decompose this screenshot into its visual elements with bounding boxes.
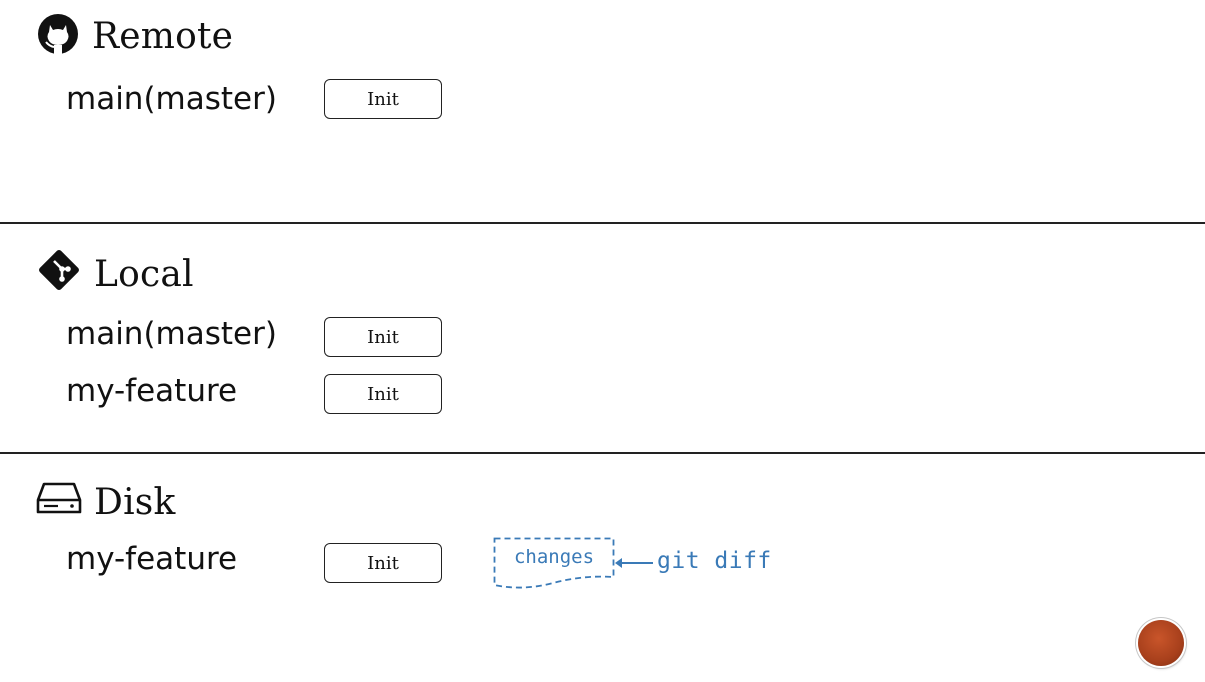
changes-label: changes <box>513 546 595 568</box>
changes-box: changes <box>493 537 615 589</box>
disk-title: Disk <box>36 478 175 527</box>
changes-box-outline <box>493 537 615 589</box>
local-main-commit-init[interactable]: Init <box>324 317 442 357</box>
remote-title-text: Remote <box>92 16 234 57</box>
local-feature-commit-init[interactable]: Init <box>324 374 442 414</box>
slide-nav-button[interactable] <box>1138 620 1184 666</box>
disk-branch-my-feature: my-feature <box>66 541 238 577</box>
divider-remote-local <box>0 222 1205 224</box>
disk-feature-commit-init[interactable]: Init <box>324 543 442 583</box>
git-diff-arrow <box>613 553 655 577</box>
divider-local-disk <box>0 452 1205 454</box>
local-title-text: Local <box>94 254 194 295</box>
hard-drive-icon <box>36 478 82 527</box>
local-branch-main: main(master) <box>66 316 277 352</box>
github-icon <box>36 12 80 65</box>
local-title: Local <box>36 247 194 302</box>
disk-title-text: Disk <box>94 482 176 523</box>
remote-title: Remote <box>36 12 233 65</box>
git-diff-command: git diff <box>657 548 772 574</box>
remote-commit-init[interactable]: Init <box>324 79 442 119</box>
remote-branch-main: main(master) <box>66 81 277 117</box>
git-diamond-icon <box>36 247 82 302</box>
local-branch-my-feature: my-feature <box>66 373 238 409</box>
